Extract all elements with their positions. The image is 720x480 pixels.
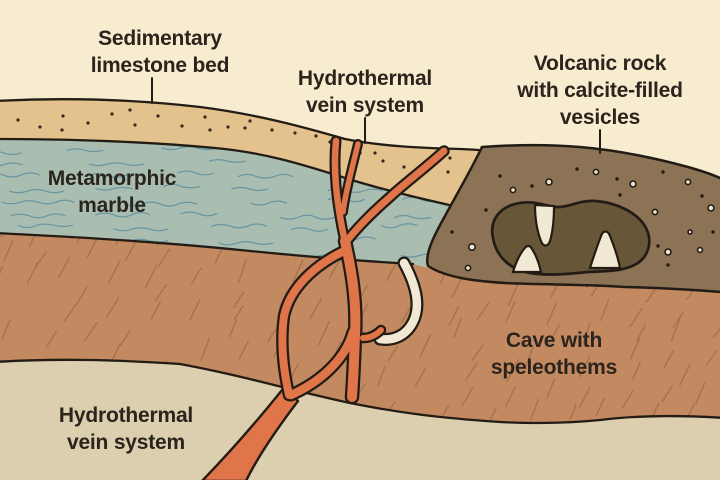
label-marble-line2: marble	[78, 194, 146, 217]
label-vein-bottom-line1: Hydrothermal	[59, 404, 193, 427]
label-marble-line1: Metamorphic	[48, 167, 177, 190]
label-vein-bottom-line2: vein system	[67, 431, 185, 454]
label-vein-top-line1: Hydrothermal	[298, 67, 432, 90]
label-vein-top-line2: vein system	[306, 94, 424, 117]
label-limestone-line2: limestone bed	[91, 54, 230, 77]
label-marble: Metamorphic marble	[48, 167, 177, 217]
label-vein-bottom: Hydrothermal vein system	[59, 404, 193, 454]
volcanic-dome-contents	[450, 167, 715, 276]
label-limestone: Sedimentary limestone bed	[91, 27, 230, 77]
label-limestone-line1: Sedimentary	[98, 27, 222, 50]
calcite-vein	[373, 256, 424, 346]
label-volcanic: Volcanic rock with calcite-filled vesicl…	[516, 52, 683, 129]
label-volcanic-line2: with calcite-filled	[516, 79, 682, 102]
stalagmite-left	[511, 244, 543, 274]
marble-bottom-boundary	[0, 232, 415, 266]
hydrothermal-vein-network	[201, 135, 450, 480]
label-volcanic-line3: vesicles	[560, 106, 640, 129]
stalagmite-right	[588, 230, 622, 270]
label-cave: Cave with speleothems	[491, 329, 617, 379]
label-cave-line2: speleothems	[491, 356, 617, 379]
limestone-top-boundary	[0, 98, 534, 158]
label-vein-top: Hydrothermal vein system	[298, 67, 432, 117]
stalactite	[533, 203, 556, 247]
calcite-vesicles	[450, 167, 715, 272]
vein-fills	[278, 137, 448, 402]
basement-top-boundary	[0, 358, 720, 425]
label-cave-line1: Cave with	[506, 329, 602, 352]
label-volcanic-line1: Volcanic rock	[534, 52, 667, 75]
